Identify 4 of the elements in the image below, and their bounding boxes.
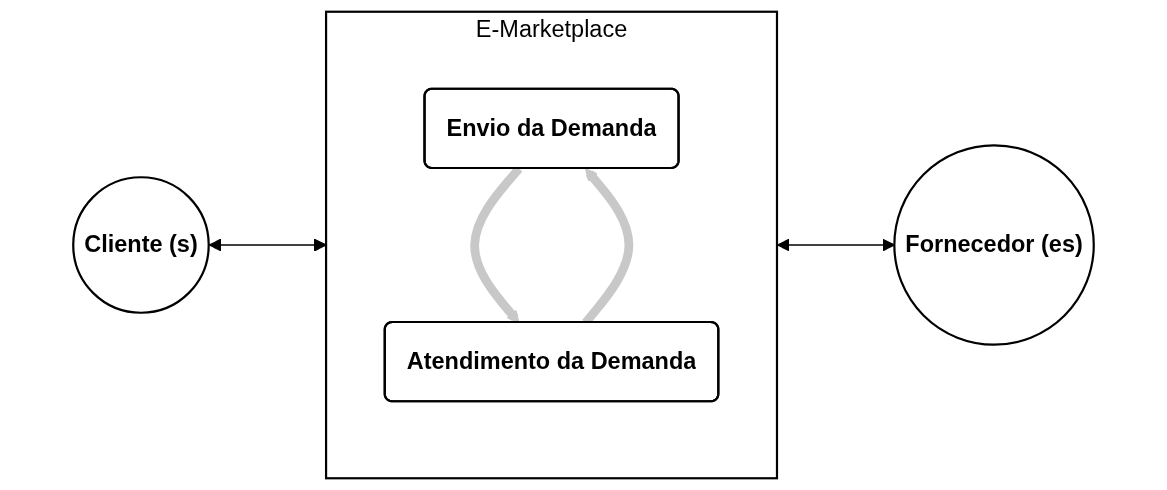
node-circle: Cliente (s) xyxy=(72,176,210,314)
node-circle: Fornecedor (es) xyxy=(893,144,1095,346)
arrow xyxy=(208,238,327,252)
arrow xyxy=(777,238,895,252)
